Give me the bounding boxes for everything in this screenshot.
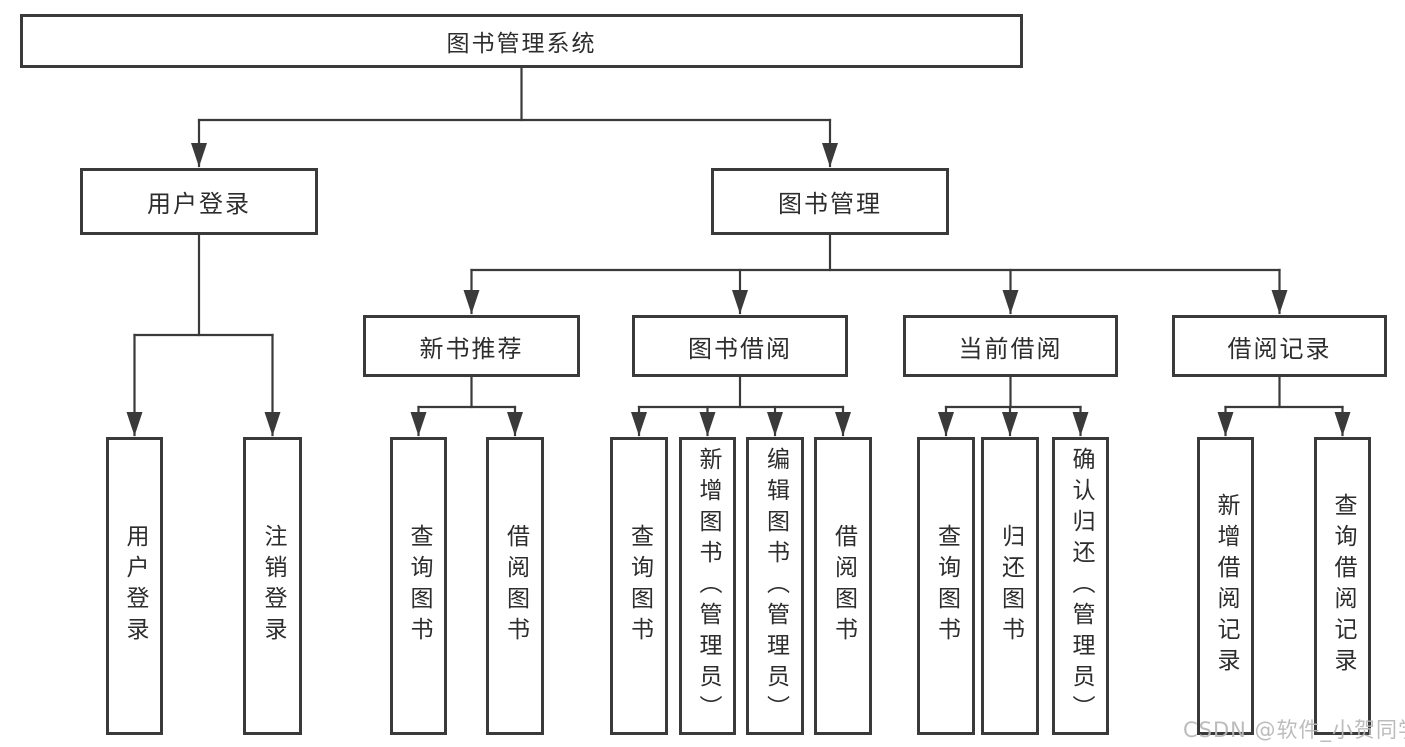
node-label: 归还图书 [997, 524, 1024, 648]
node-system-root: 图书管理系统 [20, 14, 1023, 68]
node-query-books-borrow: 查询图书 [610, 437, 668, 735]
node-label: 确认归还（管理员） [1068, 446, 1094, 726]
csdn-watermark: CSDN @软件_小贺同学 [1183, 718, 1405, 742]
node-confirm-return-admin: 确认归还（管理员） [1052, 437, 1109, 735]
node-return-books: 归还图书 [981, 437, 1039, 735]
node-label: 用户登录 [122, 524, 148, 648]
node-label: 查询图书 [933, 524, 960, 648]
node-user-login: 用户登录 [106, 437, 163, 735]
node-label: 当前借阅 [958, 334, 1063, 363]
node-add-books-admin: 新增图书（管理员） [679, 437, 736, 735]
node-label: 借阅图书 [830, 524, 857, 648]
node-user-login-group: 用户登录 [80, 168, 318, 235]
node-label: 新增图书（管理员） [695, 446, 721, 726]
node-label: 用户登录 [147, 190, 251, 218]
node-label: 查询图书 [406, 524, 432, 648]
node-book-borrowing: 图书借阅 [632, 315, 848, 377]
node-label: 借阅记录 [1227, 334, 1332, 363]
node-book-management: 图书管理 [711, 168, 949, 235]
node-label: 图书管理 [778, 190, 882, 218]
node-query-books-current: 查询图书 [917, 437, 975, 735]
node-borrowing-records: 借阅记录 [1172, 315, 1387, 377]
node-add-borrow-record: 新增借阅记录 [1197, 437, 1254, 735]
node-label: 编辑图书（管理员） [762, 446, 789, 726]
node-label: 查询借阅记录 [1330, 493, 1356, 679]
node-borrow-books-recommend: 借阅图书 [486, 437, 544, 735]
node-edit-books-admin: 编辑图书（管理员） [746, 437, 804, 735]
node-label: 新书推荐 [419, 334, 524, 363]
node-label: 查询图书 [626, 524, 653, 648]
node-label: 图书借阅 [688, 334, 792, 363]
node-label: 借阅图书 [502, 524, 529, 648]
node-label: 新增借阅记录 [1213, 493, 1239, 679]
node-logout: 注销登录 [243, 437, 302, 735]
node-query-books-recommend: 查询图书 [390, 437, 447, 735]
node-borrow-books: 借阅图书 [814, 437, 872, 735]
node-new-book-recommend: 新书推荐 [363, 315, 580, 377]
node-current-borrowing: 当前借阅 [903, 315, 1118, 377]
node-label: 注销登录 [260, 524, 286, 648]
node-label: 图书管理系统 [446, 31, 597, 57]
node-query-borrow-record: 查询借阅记录 [1314, 437, 1371, 735]
